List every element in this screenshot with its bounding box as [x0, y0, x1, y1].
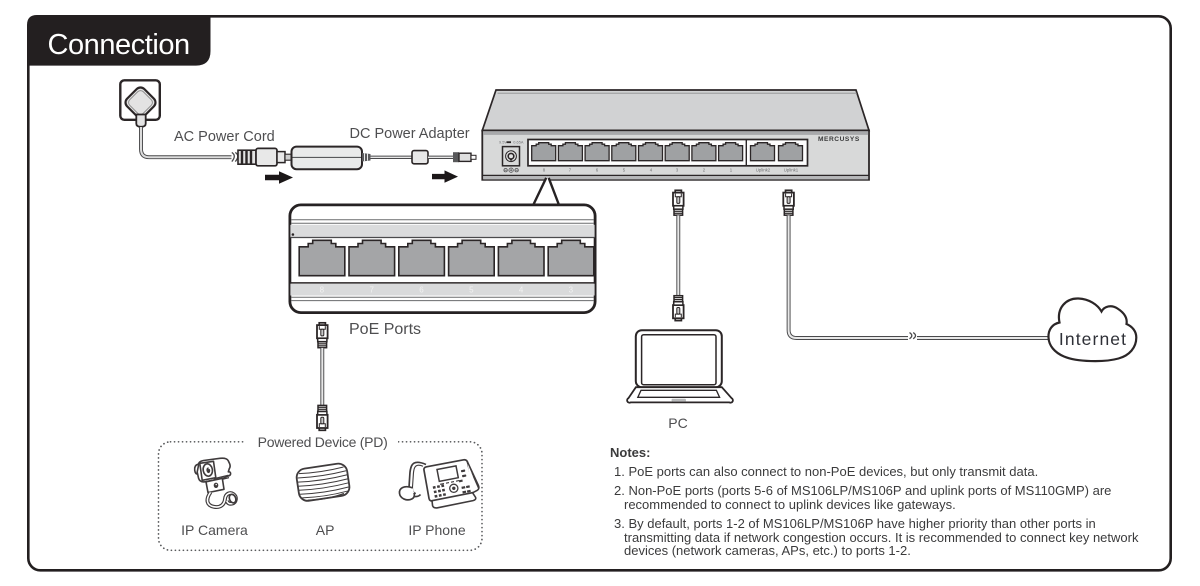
svg-text:4: 4	[519, 286, 524, 295]
svg-text:7: 7	[369, 286, 374, 295]
svg-text:3: 3	[569, 286, 574, 295]
svg-text:6: 6	[419, 286, 424, 295]
svg-text:5: 5	[469, 286, 474, 295]
svg-text:8: 8	[320, 286, 325, 295]
